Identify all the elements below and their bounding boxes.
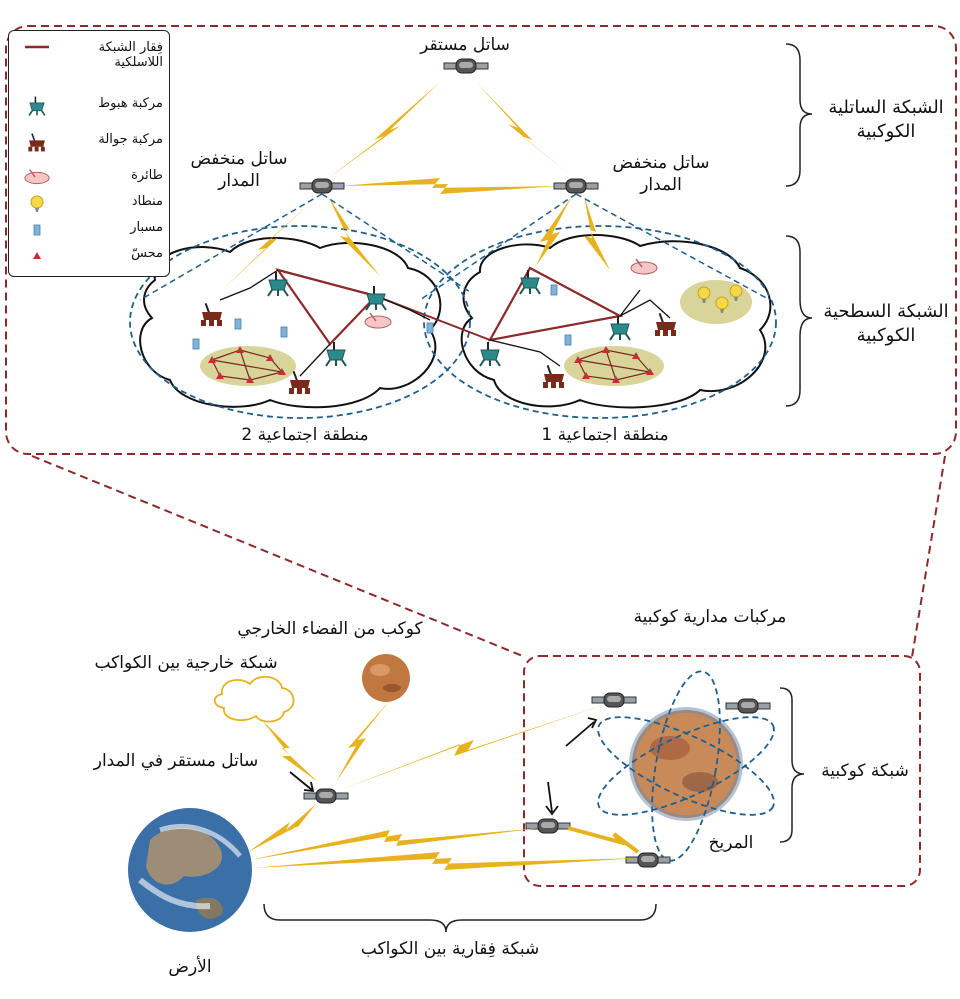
backbone-line-icon — [25, 45, 49, 49]
cluster-2-cloud — [139, 237, 442, 409]
bottom-frame — [523, 655, 921, 887]
arrow-orbiter-2 — [545, 781, 559, 816]
legend-label: فِقار الشبكة اللاسلكية — [98, 40, 163, 70]
legend: فِقار الشبكة اللاسلكية مركبة هبوط مركبة … — [8, 30, 170, 277]
mars-planet — [632, 710, 740, 818]
geo-orbit-satellite-label: ساتل مستقر في المدار — [93, 751, 259, 771]
coverage-cone-right — [419, 193, 771, 301]
satellite-network-label: الشبكة الساتلية الكوكبية — [828, 97, 944, 142]
legend-label: طائرة — [131, 168, 163, 183]
arrow-geo-satellite — [289, 771, 315, 793]
legend-item-rover: مركبة جوالة — [9, 129, 169, 155]
leo-satellite-left-label: ساتل منخفض المدار — [190, 149, 288, 191]
cluster-1-cloud — [460, 234, 772, 409]
lander-icon — [28, 95, 46, 117]
top-frame — [5, 25, 957, 455]
balloon-icon — [30, 195, 44, 213]
backbone-triangle-left — [275, 268, 379, 346]
legend-item-backbone: فِقار الشبكة اللاسلكية — [9, 37, 169, 71]
aircraft-icon — [24, 168, 50, 185]
outer-network-cloud — [213, 675, 295, 723]
legend-label: محسّ — [131, 246, 163, 261]
legend-label: مركبة هبوط — [98, 96, 163, 111]
legend-item-balloon: منطاد — [9, 191, 169, 217]
geostationary-satellite — [443, 58, 489, 74]
zoom-line-left — [31, 455, 526, 658]
leo-satellite-right — [553, 178, 599, 194]
leo-satellite-left — [299, 178, 345, 194]
cluster-1-label: منطقة اجتماعية 1 — [541, 425, 669, 445]
backbone-triangle-right — [487, 266, 624, 342]
wireless-links — [219, 269, 671, 377]
coverage-left — [129, 225, 471, 419]
link-orbiter-local — [567, 826, 640, 854]
planetary-network-label: شبكة كوكبية — [821, 761, 909, 781]
yellow-links-bottom — [248, 700, 640, 870]
brace-backbone — [263, 903, 657, 933]
brace-planetary-network — [779, 687, 805, 843]
backbone-label: شبكة فِقارية بين الكواكب — [360, 939, 540, 959]
earth-label: الأرض — [168, 957, 212, 977]
outer-planet-label: كوكب من الفضاء الخارجي — [237, 619, 423, 639]
sensor-icon — [33, 252, 41, 259]
brace-satellite-network — [785, 43, 813, 187]
arrow-orbiter-1 — [565, 717, 598, 747]
outer-planet — [362, 654, 410, 702]
outer-network-label: شبكة خارجية بين الكواكب — [94, 653, 278, 673]
legend-label: مسبار — [130, 220, 163, 235]
probe-icon — [33, 224, 41, 236]
coverage-cone-left — [139, 193, 471, 301]
yellow-links-top — [220, 82, 610, 292]
mars-label: المريخ — [708, 833, 754, 853]
legend-item-probe: مسبار — [9, 217, 169, 243]
legend-item-aircraft: طائرة — [9, 165, 169, 191]
coverage-right — [423, 225, 777, 419]
legend-label: منطاد — [131, 194, 163, 209]
leo-satellite-right-label: ساتل منخفض المدار — [612, 153, 710, 195]
zoom-line-right — [911, 455, 946, 658]
geostationary-satellite-label: ساتل مستقر — [420, 35, 510, 55]
rover-icon — [28, 133, 45, 152]
legend-label: مركبة جوالة — [98, 132, 163, 147]
surface-network-label: الشبكة السطحية الكوكبية — [823, 301, 949, 346]
cluster-2-label: منطقة اجتماعية 2 — [241, 425, 369, 445]
legend-item-lander: مركبة هبوط — [9, 93, 169, 119]
orbiters-label: مركبات مدارية كوكبية — [633, 607, 787, 627]
legend-item-sensor: محسّ — [9, 243, 169, 269]
brace-surface-network — [785, 235, 813, 407]
